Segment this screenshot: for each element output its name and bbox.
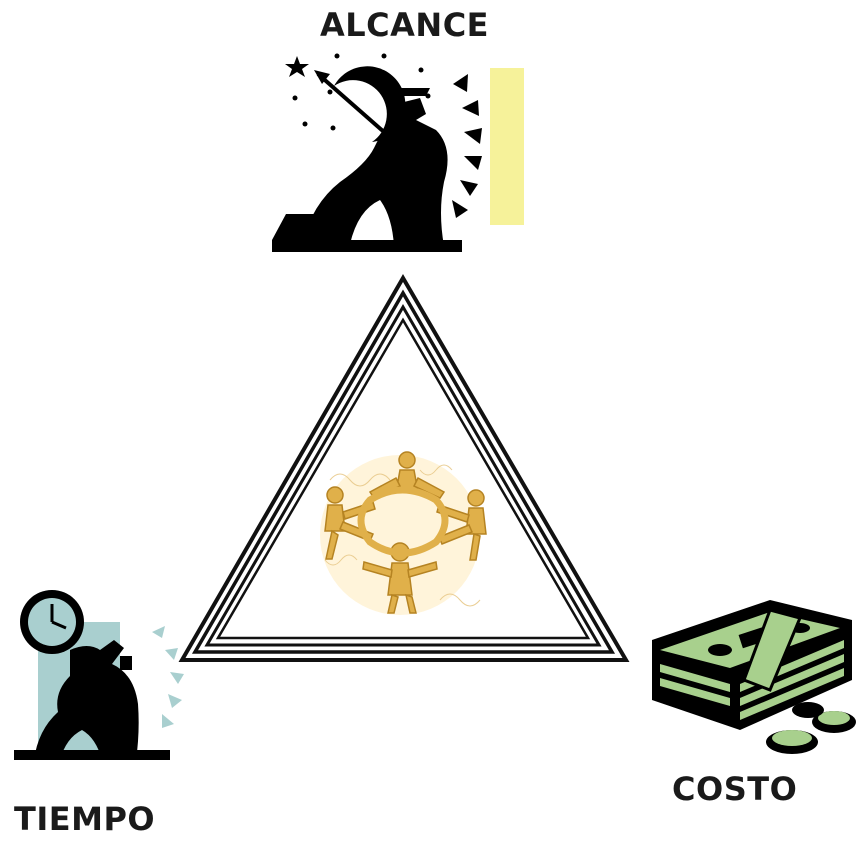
person-carrying-clock-icon	[14, 590, 184, 760]
archer-icon	[272, 53, 524, 252]
scope-highlight-bar	[490, 68, 524, 225]
team-figures-icon	[320, 451, 487, 615]
label-costo: COSTO	[672, 770, 798, 808]
triangle	[178, 274, 630, 662]
label-alcance: ALCANCE	[320, 6, 490, 44]
label-tiempo: TIEMPO	[14, 800, 156, 838]
money-stack-icon	[652, 600, 856, 754]
